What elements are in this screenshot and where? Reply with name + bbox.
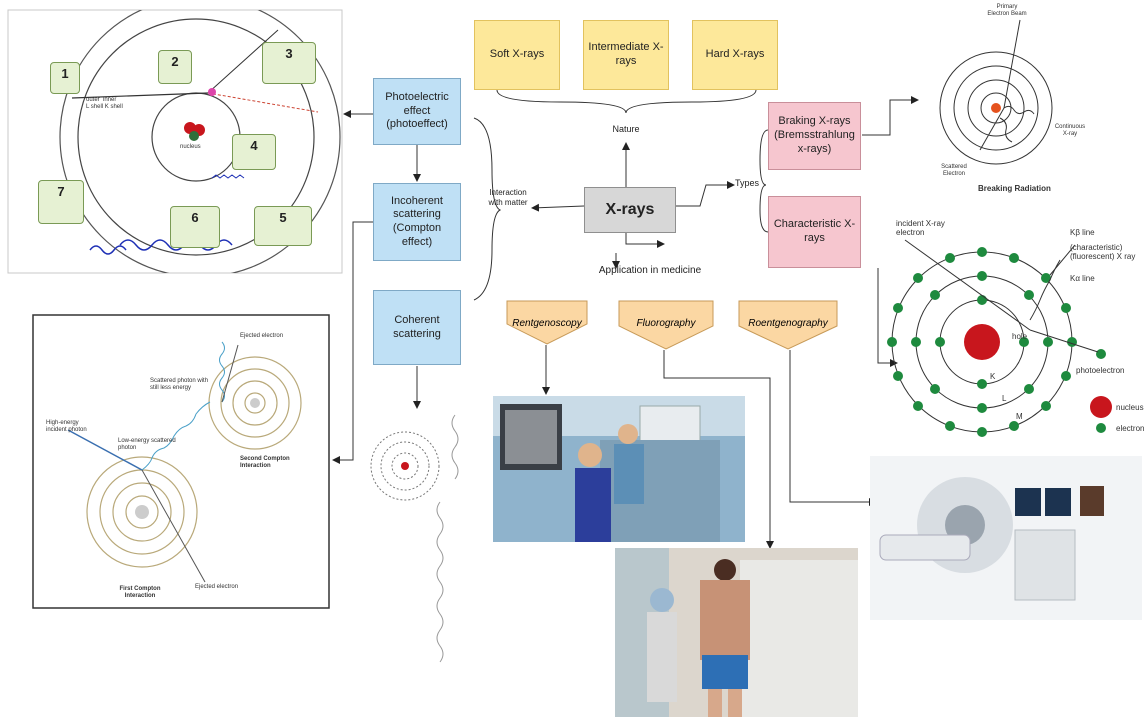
compton-diagram-art	[32, 314, 330, 609]
interaction-label: Interaction with matter	[488, 188, 528, 207]
medicine-label: Application in medicine	[598, 265, 702, 276]
pentagon-shape	[618, 300, 714, 350]
coherent-scattering-art	[370, 414, 459, 663]
char-label-m: M	[1016, 412, 1023, 421]
types-label: Types	[734, 178, 759, 188]
interaction-photoeffect: Photoelectric effect (photoeffect)	[373, 78, 461, 145]
medicine-fluorography: Fluorography	[618, 300, 714, 350]
pe-step-2: 2	[158, 50, 192, 84]
char-label-electron: electron	[1116, 424, 1145, 433]
photo-placeholders	[493, 396, 1142, 717]
char-label-char: (characteristic) (fluorescent) X ray	[1070, 243, 1136, 262]
type-braking: Braking X-rays (Bremsstrahlung x-rays)	[768, 102, 861, 170]
type-characteristic: Characteristic X-rays	[768, 196, 861, 268]
pentagon-shape	[506, 300, 588, 345]
xrays-center: X-rays	[584, 187, 676, 233]
pe-step-1: 1	[50, 62, 80, 94]
braking-label-continuous: Continuous X-ray	[1054, 124, 1086, 137]
medicine-roentgenography: Roentgenography	[738, 300, 838, 350]
pe-nucleus-label: nucleus	[180, 144, 201, 150]
nature-intermediate: Intermediate X-rays	[583, 20, 669, 90]
char-label-k: K	[990, 372, 996, 381]
compton-label-ejected-bottom: Ejected electron	[195, 584, 239, 590]
braking-title: Breaking Radiation	[978, 184, 1051, 193]
char-label-hole: hole	[1012, 332, 1028, 341]
char-label-kalpha: Kα line	[1070, 274, 1095, 283]
medicine-roentgenography-label: Roentgenography	[748, 318, 828, 329]
braking-label-primary: Primary Electron Beam	[987, 4, 1027, 17]
pe-step-5: 5	[254, 206, 312, 246]
char-label-l: L	[1002, 394, 1007, 403]
pentagon-shape	[738, 300, 838, 350]
medicine-rentgenoscopy: Rentgenoscopy	[506, 300, 588, 345]
interaction-compton: Incoherent scattering (Compton effect)	[373, 183, 461, 261]
char-label-incident: incident X-ray electron	[896, 219, 945, 238]
char-label-kbeta: Kβ line	[1070, 228, 1095, 237]
characteristic-xray-art	[887, 239, 1112, 437]
braking-radiation-art	[939, 19, 1053, 165]
char-label-photoelectron: photoelectron	[1076, 366, 1125, 375]
char-label-nucleus: nucleus	[1116, 403, 1144, 412]
braking-label-scattered: Scattered Electron	[941, 164, 967, 177]
interaction-coherent: Coherent scattering	[373, 290, 461, 365]
pe-step-7: 7	[38, 180, 84, 224]
compton-label-first: First Compton Interaction	[119, 586, 161, 599]
pe-step-3: 3	[262, 42, 316, 84]
nature-soft: Soft X-rays	[474, 20, 560, 90]
nature-hard: Hard X-rays	[692, 20, 778, 90]
compton-label-high-energy: High-energy incident photon	[46, 420, 87, 433]
pe-shell-labels: outer inner L shell K shell	[86, 97, 123, 110]
medicine-rentgenoscopy-label: Rentgenoscopy	[512, 318, 582, 329]
medicine-fluorography-label: Fluorography	[636, 318, 696, 329]
compton-label-scattered-photon: Scattered photon with still less energy	[150, 378, 209, 391]
compton-label-ejected-top: Ejected electron	[240, 333, 284, 339]
compton-label-low-energy: Low-energy scattered photon	[118, 438, 176, 451]
nature-label: Nature	[612, 124, 640, 134]
pe-step-4: 4	[232, 134, 276, 170]
pe-step-6: 6	[170, 206, 220, 248]
compton-label-second: Second Compton Interaction	[240, 456, 290, 469]
